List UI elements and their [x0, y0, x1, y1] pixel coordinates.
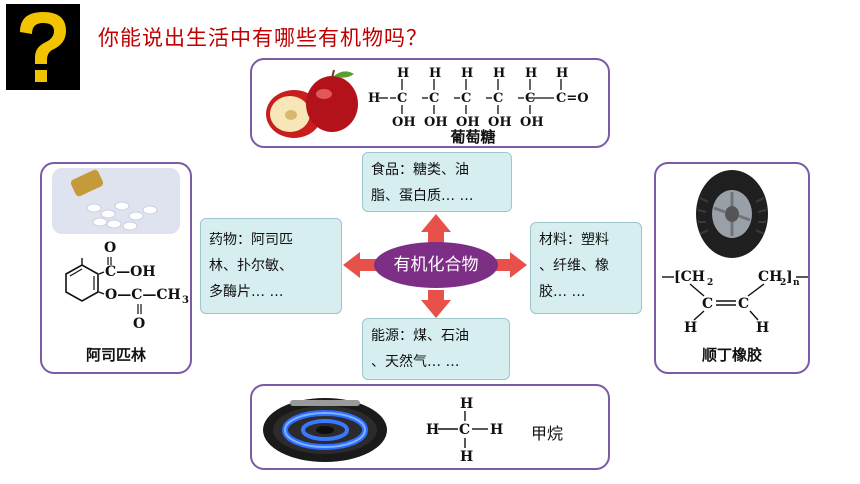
tire-icon — [692, 168, 772, 264]
rubber-caption: 顺丁橡胶 — [701, 346, 762, 364]
materials-line-2: 、纤维、橡 — [539, 258, 609, 274]
aspirin-formula: O C—OH O—C—CH 3 O — [65, 240, 189, 332]
aspirin-sub3: 3 — [182, 295, 189, 306]
glucose-h-top: H — [556, 66, 568, 81]
aspirin-cooh: C—OH — [105, 264, 156, 280]
rubber-n: n — [793, 278, 800, 288]
glucose-h-top: H — [493, 66, 505, 81]
aspirin-o2: O — [133, 316, 145, 332]
aspirin-ester: O—C—CH — [105, 287, 181, 303]
glucose-h-top: H — [461, 66, 473, 81]
materials-line-1: 材料：塑料 — [539, 232, 609, 248]
aspirin-panel: O C—OH O—C—CH 3 O 阿司匹林 — [40, 162, 192, 374]
glucose-oh: OH — [488, 115, 512, 128]
glucose-c: C — [493, 91, 503, 106]
methane-panel: H H C H H 甲烷 — [250, 384, 610, 470]
arrow-up — [421, 214, 451, 244]
glucose-h-start: H — [368, 91, 380, 106]
methane-caption: 甲烷 — [530, 424, 563, 443]
arrow-right — [496, 252, 527, 278]
energy-box: 能源：煤、石油 、天然气… … — [362, 318, 510, 380]
medicine-line-1: 药物：阿司匹 — [209, 232, 293, 248]
methane-h-top: H — [460, 396, 473, 412]
rubber-bracket: ] — [786, 269, 793, 285]
methane-h-right: H — [490, 422, 503, 438]
gas-stove-icon — [260, 390, 390, 470]
food-box: 食品：糖类、油 脂、蛋白质… … — [362, 152, 512, 212]
rubber-formula: [CH 2 CH 2 ] n C C H H — [662, 269, 808, 334]
rubber-c1: C — [702, 296, 713, 312]
glucose-c: C — [461, 91, 471, 106]
rubber-sub2: 2 — [780, 278, 786, 288]
rubber-right: CH — [758, 269, 782, 285]
medicine-line-3: 多酶片… … — [209, 284, 284, 300]
arrow-down — [421, 290, 451, 318]
medicine-line-2: 林、扑尔敏、 — [209, 258, 293, 274]
aspirin-caption: 阿司匹林 — [85, 346, 146, 364]
rubber-h1: H — [684, 320, 697, 334]
food-line-2: 脂、蛋白质… … — [371, 188, 474, 204]
methane-h-bottom: H — [460, 449, 473, 465]
glucose-oh: OH — [520, 115, 544, 128]
pills-image — [52, 168, 180, 234]
rubber-panel: [CH 2 CH 2 ] n C C H H 顺丁橡胶 — [654, 162, 810, 374]
aspirin-o1: O — [104, 240, 116, 256]
glucose-oh: OH — [392, 115, 416, 128]
question-mark-icon — [6, 4, 80, 90]
materials-line-3: 胶… … — [539, 284, 586, 300]
arrow-left — [343, 252, 376, 278]
food-line-1: 食品：糖类、油 — [371, 162, 469, 178]
glucose-h-top: H — [525, 66, 537, 81]
glucose-c: C — [397, 91, 407, 106]
glucose-h-top: H — [397, 66, 409, 81]
glucose-caption: 葡萄糖 — [450, 128, 496, 146]
glucose-c: C — [429, 91, 439, 106]
center-ellipse: 有机化合物 — [374, 242, 498, 288]
glucose-cho: C=O — [556, 91, 589, 106]
energy-line-1: 能源：煤、石油 — [371, 328, 469, 344]
apple-icon — [260, 68, 360, 148]
glucose-oh: OH — [424, 115, 448, 128]
methane-h-left: H — [426, 422, 439, 438]
energy-line-2: 、天然气… … — [371, 354, 460, 370]
methane-c: C — [459, 422, 470, 438]
materials-box: 材料：塑料 、纤维、橡 胶… … — [530, 222, 642, 314]
rubber-sub1: 2 — [707, 278, 713, 288]
glucose-oh: OH — [456, 115, 480, 128]
rubber-left: [CH — [674, 269, 705, 285]
medicine-box: 药物：阿司匹 林、扑尔敏、 多酶片… … — [200, 218, 342, 314]
page-title: 你能说出生活中有哪些有机物吗？ — [98, 26, 428, 50]
glucose-h-top: H — [429, 66, 441, 81]
methane-formula: H H C H H — [426, 396, 503, 465]
rubber-h2: H — [756, 320, 769, 334]
rubber-c2: C — [738, 296, 749, 312]
